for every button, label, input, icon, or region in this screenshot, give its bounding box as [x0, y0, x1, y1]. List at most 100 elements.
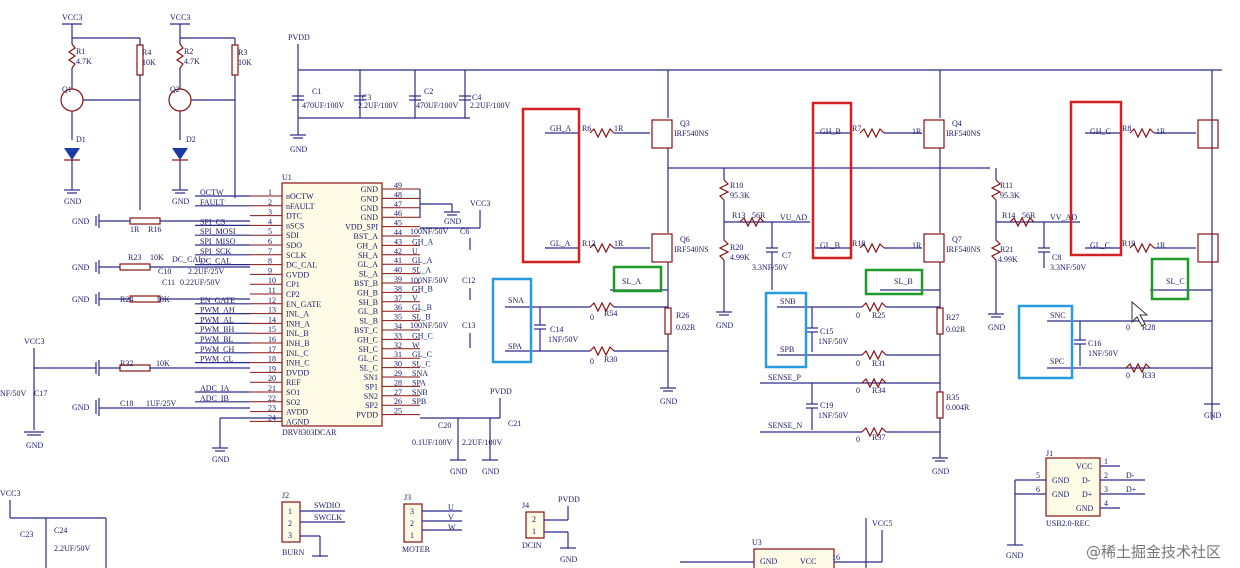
r35-ref: R35	[946, 393, 959, 402]
gnd-label: GND	[482, 467, 500, 476]
drv-right-net-label: SNB	[412, 388, 428, 397]
pvdd-label: PVDD	[288, 33, 310, 42]
vcc3-label: VCC3	[170, 13, 190, 22]
snb-net: SNB	[780, 297, 796, 306]
drv-pin-name: INH_B	[286, 339, 310, 348]
c1-ref: C1	[312, 87, 321, 96]
drv-pin-number: 43	[394, 237, 402, 246]
r19-value: 1R	[1156, 241, 1166, 250]
r25-ref: R25	[872, 311, 885, 320]
drv-pin-name: SN1	[364, 373, 378, 382]
r30-ref: R30	[604, 355, 617, 364]
drv-pin-number: 47	[394, 200, 402, 209]
drv-pin-number: 13	[268, 306, 276, 315]
j2-value: BURN	[282, 548, 304, 557]
phase-a-bridge: GH_A R6 1R Q3 IRF540NS GL_A R12 1R Q6 IR…	[505, 70, 990, 406]
drv-pin-name: GH_A	[357, 241, 379, 250]
drv-pin-number: 3	[268, 208, 272, 217]
r35-value: 0.004R	[946, 403, 970, 412]
r19-ref: R19	[1122, 239, 1135, 248]
j1-ref: J1	[1046, 449, 1053, 458]
drv-pin-number: 11	[268, 286, 276, 295]
gnd-label: GND	[72, 403, 90, 412]
r11-ref: R11	[1000, 181, 1013, 190]
drv-pin-name: DTC	[286, 212, 302, 221]
j1-pin-dplus: D+	[1082, 490, 1093, 499]
drv-left-net-label: EN_GATE	[200, 296, 235, 305]
q4-ref: Q4	[952, 119, 962, 128]
r2-ref: R2	[184, 47, 193, 56]
svg-text:2: 2	[532, 515, 536, 524]
svg-text:3: 3	[1104, 485, 1108, 494]
svg-text:6: 6	[1036, 485, 1040, 494]
drv-pin-name: SDO	[286, 241, 302, 250]
j3-u-net: U	[448, 503, 454, 512]
drv-left-net-label: PWM_AH	[200, 306, 235, 315]
c2-ref: C2	[424, 87, 433, 96]
drv-pin-name: SO1	[286, 388, 300, 397]
drv-right-net-label: SL_A	[412, 266, 431, 275]
drv-pin-number: 45	[394, 219, 402, 228]
drv-pin-name: GH_C	[357, 335, 378, 344]
c16-value: 1NF/50V	[1088, 349, 1118, 358]
r25-value: 0	[856, 311, 860, 320]
drv-pin-number: 26	[394, 397, 402, 406]
c6-value: 100NF/50V	[410, 227, 448, 236]
gnd-label: GND	[72, 295, 90, 304]
vcc3-label: VCC3	[62, 13, 82, 22]
r32-ref: R32	[120, 359, 133, 368]
drv-pin-name: AGND	[286, 417, 309, 426]
mouse-cursor-icon	[1131, 300, 1149, 327]
drv-pin-name: nFAULT	[286, 202, 315, 211]
drv-pin-name: GL_B	[358, 307, 378, 316]
drv-left-passives: GND 1R R16 GND R23 10K DC_CAL C10 2.2UF/…	[0, 214, 282, 464]
drv-pin-number: 35	[394, 313, 402, 322]
drv-left-net-label: SPI_MISO	[200, 237, 236, 246]
j1-usb-connector	[1045, 457, 1101, 517]
pvdd-bulk-caps: PVDD GND C1 470UF/100V C3 2.2UF/100V C2 …	[288, 33, 1222, 154]
c15-value: 1NF/50V	[818, 337, 848, 346]
gnd-label: GND	[1006, 551, 1024, 560]
c14-ref: C14	[550, 325, 563, 334]
vv-ad-net: VV_AD	[1050, 213, 1077, 222]
highlight-sl-a	[612, 265, 663, 293]
drv-pin-name: AVDD	[286, 408, 308, 417]
drv-left-net-label: PWM_BL	[200, 335, 233, 344]
r54-value: 0	[590, 313, 594, 322]
drv-pin-name: BST_B	[354, 279, 378, 288]
drv-pin-name: DC_CAL	[286, 261, 317, 270]
r32-value: 10K	[156, 359, 170, 368]
c3-ref: C3	[362, 93, 371, 102]
u3-vcc-pin: VCC	[800, 557, 816, 566]
drv-pin-number: 14	[268, 315, 276, 324]
drv-pin-name: SN2	[364, 392, 378, 401]
vcc3-label: VCC3	[24, 337, 44, 346]
drv-right-net-label: GH_B	[412, 284, 433, 293]
c24-ref: C24	[54, 526, 67, 535]
r33-ref: R33	[1142, 371, 1155, 380]
j3-w-net: W	[448, 523, 456, 532]
r2-value: 4.7K	[184, 57, 200, 66]
drv-right-net-label: GH_C	[412, 331, 433, 340]
j1-value: USB2.0-REC	[1046, 519, 1090, 528]
c6-ref: C6	[460, 227, 469, 236]
svg-text:2: 2	[1104, 471, 1108, 480]
r26-value: 0.02R	[676, 323, 696, 332]
vcc3-label: VCC3	[470, 199, 490, 208]
r31-ref: R31	[872, 359, 885, 368]
j1-dplus-net: D+	[1126, 485, 1137, 494]
j1-pin-gnd: GND	[1076, 504, 1094, 513]
c1-value: 470UF/100V	[302, 101, 344, 110]
drv-pin-name: INL_B	[286, 329, 309, 338]
gnd-label: GND	[1204, 411, 1222, 420]
drv-pin-name: SO2	[286, 398, 300, 407]
drv-right-passives: GND VCC3 100NF/50V C6 100NF/50V C12 100N…	[410, 189, 521, 476]
drv-left-net-label: PWM_BH	[200, 325, 234, 334]
drv-pin-number: 44	[394, 228, 402, 237]
q7-ref: Q7	[952, 235, 962, 244]
drv-pin-name: SH_C	[358, 345, 378, 354]
drv-right-pins: 49GND48GND47GND46GND45VDD_SPI44BST_A43GH…	[345, 181, 433, 420]
drv-pin-number: 49	[394, 181, 402, 190]
j1-pin-dminus: D-	[1082, 476, 1091, 485]
c21-ref: C21	[508, 419, 521, 428]
